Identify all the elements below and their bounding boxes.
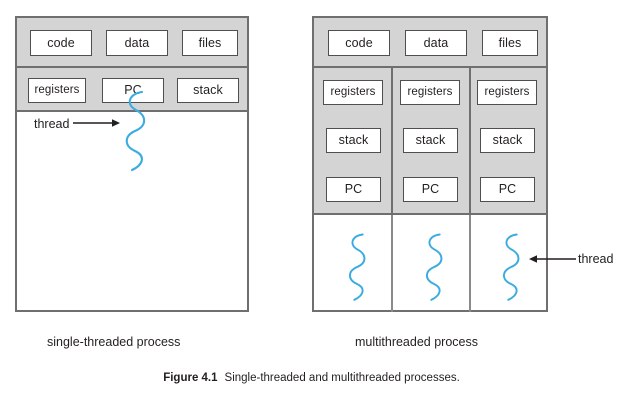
thread-region <box>17 112 247 310</box>
cell-code: code <box>328 30 390 56</box>
thread-region <box>314 215 546 310</box>
cell-pc: PC <box>480 177 535 202</box>
column-divider-2 <box>469 68 471 265</box>
cell-stack: stack <box>177 78 239 103</box>
cell-registers: registers <box>477 80 537 105</box>
column-divider-1-lower <box>391 215 393 312</box>
cell-registers: registers <box>28 78 86 103</box>
cell-stack: stack <box>403 128 458 153</box>
thread-annotation-arrow <box>524 252 576 270</box>
thread-squiggle <box>117 89 151 175</box>
thread-squiggle <box>494 232 526 304</box>
cell-pc: PC <box>326 177 381 202</box>
cell-stack: stack <box>326 128 381 153</box>
cell-data: data <box>405 30 467 56</box>
multithreaded-process-frame: code data files registers stack PC regis… <box>312 16 548 312</box>
multithreaded-process-caption: multithreaded process <box>355 335 478 349</box>
cell-data: data <box>106 30 168 56</box>
figure-caption: Figure 4.1 Single-threaded and multithrea… <box>0 372 623 386</box>
single-threaded-process-caption: single-threaded process <box>47 335 181 349</box>
thread-squiggle <box>417 232 449 304</box>
thread-annotation-label: thread <box>578 252 614 266</box>
figure-caption-text: Single-threaded and multithreaded proces… <box>224 372 460 384</box>
cell-stack: stack <box>480 128 535 153</box>
thread-annotation-label: thread <box>34 117 70 131</box>
cell-registers: registers <box>323 80 383 105</box>
single-threaded-process-frame: code data files registers PC stack threa… <box>15 16 249 312</box>
figure-number: Figure 4.1 <box>163 372 218 384</box>
cell-files: files <box>482 30 538 56</box>
cell-code: code <box>30 30 92 56</box>
cell-files: files <box>182 30 238 56</box>
cell-pc: PC <box>403 177 458 202</box>
cell-registers: registers <box>400 80 460 105</box>
thread-annotation-arrow <box>73 116 121 134</box>
thread-squiggle <box>340 232 372 304</box>
column-divider-2-lower <box>469 215 471 312</box>
column-divider-1 <box>391 68 393 265</box>
